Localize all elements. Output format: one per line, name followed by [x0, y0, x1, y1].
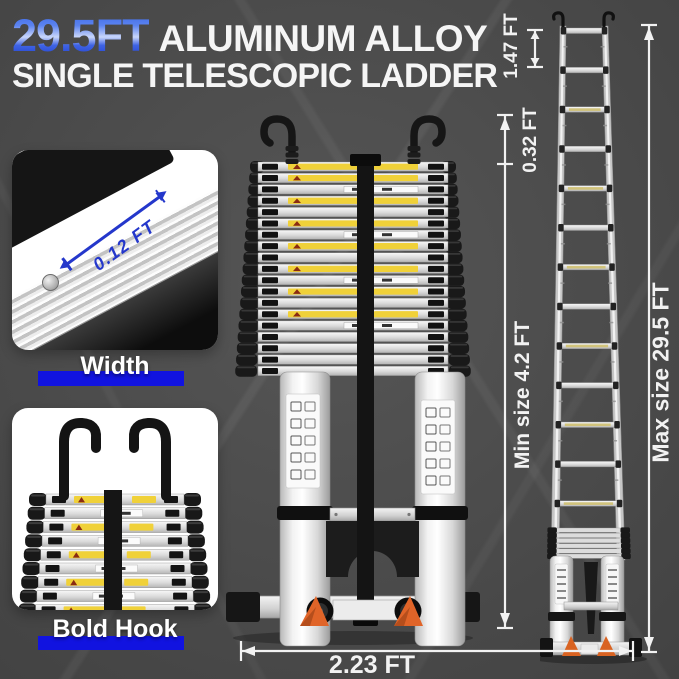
headline-material: ALUMINUM ALLOY	[158, 18, 488, 59]
hook-icon	[410, 115, 446, 156]
hook-icon	[260, 115, 296, 156]
hook-detail-inset	[12, 408, 218, 610]
hook-icon	[59, 417, 102, 501]
width-detail-inset: 0.12 FT	[12, 150, 218, 350]
dim-max-size-label: Max size 29.5 FT	[647, 282, 674, 463]
headline-subtitle: SINGLE TELESCOPIC LADDER	[12, 57, 498, 95]
hook-caption: Bold Hook	[52, 615, 178, 643]
dim-rung-spacing-label: 0.32 FT	[520, 107, 541, 173]
folded-ladder-illustration	[18, 417, 212, 610]
width-caption-bar	[38, 371, 184, 386]
collapsed-ladder-illustration	[226, 115, 480, 647]
headline-size: 29.5FT	[12, 10, 150, 61]
hook-icon	[552, 11, 565, 29]
hook-caption-bar	[38, 636, 184, 650]
screw-icon	[42, 274, 59, 291]
dim-min-size-label: Min size 4.2 FT	[511, 320, 534, 470]
width-caption: Width	[80, 352, 150, 380]
extended-ladder-illustration	[540, 11, 647, 664]
headline: 29.5FT ALUMINUM ALLOY	[12, 10, 488, 62]
dim-base-width-label: 2.23 FT	[328, 651, 416, 679]
hook-icon	[128, 417, 171, 501]
hook-icon	[602, 11, 615, 29]
